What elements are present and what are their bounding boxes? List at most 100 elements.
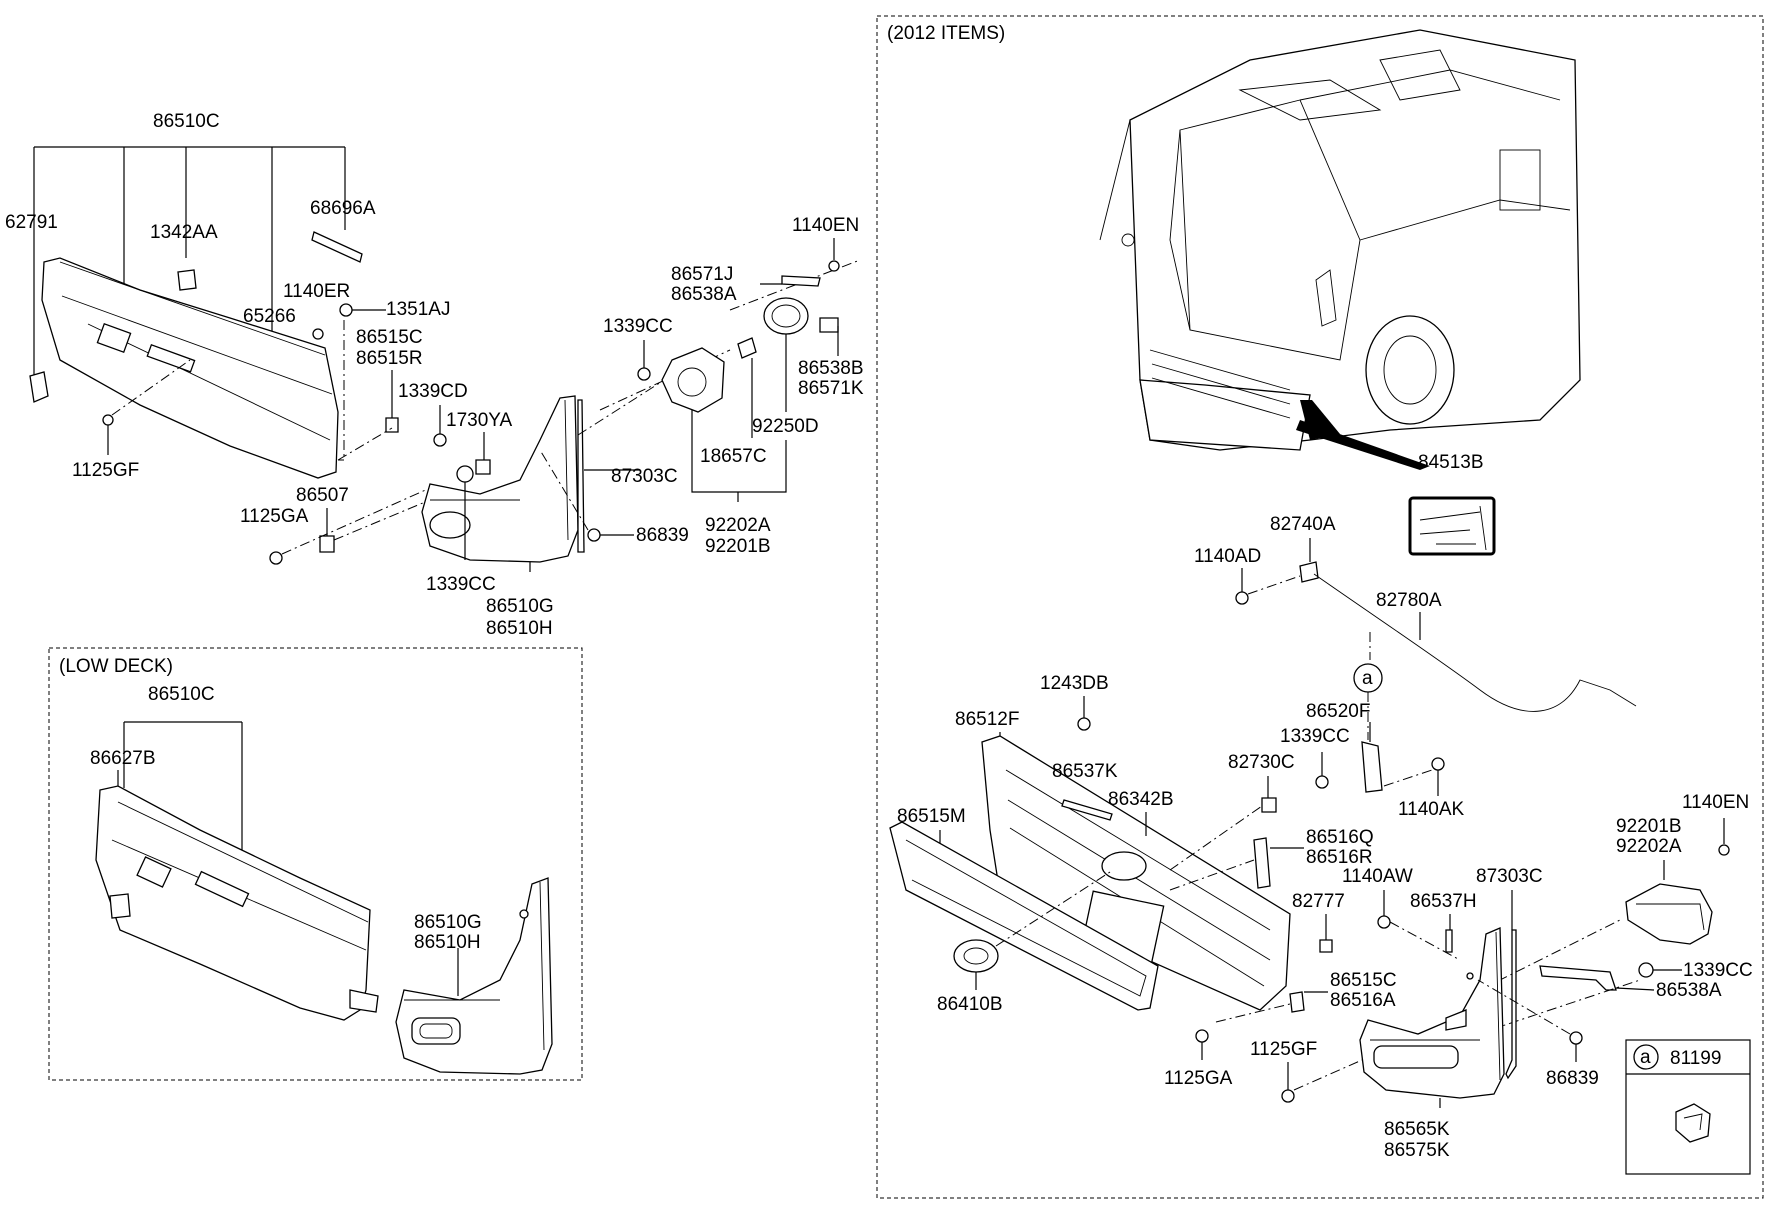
side-strip-r	[1505, 929, 1517, 1080]
label-81199: 81199	[1670, 1048, 1721, 1069]
label-86571J: 86571J	[671, 264, 733, 285]
label-92201B-top: 92201B	[705, 536, 771, 557]
bracket-86538A-r	[1539, 965, 1617, 991]
bracket-86538B	[819, 317, 839, 333]
items-2012-heading: (2012 ITEMS)	[887, 23, 1005, 44]
label-1339CC-r: 1339CC	[1280, 726, 1350, 747]
label-86512F: 86512F	[955, 709, 1019, 730]
label-86515M: 86515M	[897, 806, 966, 827]
label-86515C-r: 86515C	[1330, 970, 1397, 991]
label-1339CC-top: 1339CC	[603, 316, 673, 337]
label-1125GA-top: 1125GA	[240, 506, 309, 527]
label-1342AA: 1342AA	[150, 222, 218, 243]
bracket-86515C-r	[1289, 991, 1305, 1013]
label-86571K: 86571K	[798, 378, 864, 399]
bumper-cap	[29, 371, 49, 403]
label-86839-top: 86839	[636, 525, 689, 546]
label-86510G-low: 86510G	[414, 912, 482, 933]
label-86507: 86507	[296, 485, 349, 506]
items-2012-assembly: 84513B 82740A 1140AD 82780A a 1243DB 865…	[889, 29, 1753, 1175]
label-1339CC-rr: 1339CC	[1683, 960, 1753, 981]
label-86510H-low: 86510H	[414, 932, 481, 953]
bracket-1730YA	[475, 459, 491, 475]
label-86410B: 86410B	[937, 994, 1003, 1015]
label-1243DB: 1243DB	[1040, 673, 1109, 694]
ring-92250D	[763, 297, 809, 335]
label-65266: 65266	[243, 306, 296, 327]
label-82730C: 82730C	[1228, 752, 1295, 773]
label-86627B: 86627B	[90, 748, 156, 769]
label-86516R: 86516R	[1306, 847, 1373, 868]
label-82740A: 82740A	[1270, 514, 1336, 535]
legend-ref-letter: a	[1640, 1047, 1651, 1068]
corner-bumper-r	[1359, 927, 1505, 1099]
label-82780A: 82780A	[1376, 590, 1442, 611]
label-1140EN-r: 1140EN	[1682, 792, 1749, 813]
strip-68696A	[311, 231, 363, 263]
label-62791: 62791	[5, 212, 58, 233]
fog-lamp-top	[661, 347, 725, 413]
bracket-82740A	[1299, 561, 1319, 583]
label-86510H-top: 86510H	[486, 618, 553, 639]
low-deck-cap	[109, 893, 131, 919]
low-deck-heading: (LOW DECK)	[59, 656, 173, 677]
label-86839-r: 86839	[1546, 1068, 1599, 1089]
bracket-86507	[319, 535, 335, 553]
label-92202A-top: 92202A	[705, 515, 771, 536]
clip-82730C	[1261, 797, 1277, 813]
label-1125GF-top: 1125GF	[72, 460, 139, 481]
label-plate-84513B	[1408, 496, 1496, 556]
clip-82777	[1319, 939, 1333, 953]
label-86510C-low: 86510C	[148, 684, 215, 705]
bracket-86516Q	[1253, 837, 1271, 889]
legend-ref-circle	[1633, 1044, 1659, 1070]
label-1140AW: 1140AW	[1342, 866, 1413, 887]
low-deck-box	[48, 647, 583, 1081]
side-strip-top	[577, 399, 585, 553]
bulb-18657C	[737, 337, 757, 359]
label-86516Q: 86516Q	[1306, 827, 1374, 848]
label-92202A-r: 92202A	[1616, 836, 1682, 857]
label-1140AK: 1140AK	[1398, 799, 1465, 820]
label-1125GF-r: 1125GF	[1250, 1039, 1317, 1060]
low-deck-fog-opening	[411, 1017, 461, 1045]
strip-86537H	[1445, 929, 1453, 953]
label-92250D: 92250D	[752, 416, 819, 437]
label-1140ER: 1140ER	[283, 281, 350, 302]
grille-emblem-mount	[1101, 851, 1147, 881]
clip-81199	[1675, 1103, 1711, 1143]
label-1339CC-mid: 1339CC	[426, 574, 496, 595]
label-86520F: 86520F	[1306, 701, 1370, 722]
label-86575K: 86575K	[1384, 1140, 1450, 1161]
ref-circle-a-text: a	[1362, 668, 1373, 689]
items-2012-box	[876, 15, 1764, 1199]
top-left-assembly: 86510C 62791 1342AA 68696A 65266 1125GF …	[5, 111, 864, 639]
label-86538B: 86538B	[798, 358, 864, 379]
label-1140EN-top: 1140EN	[792, 215, 859, 236]
fog-lamp-opening-top	[429, 511, 471, 539]
label-86515C-top: 86515C	[356, 327, 423, 348]
clip-1342AA	[177, 269, 197, 291]
label-1125GA-r: 1125GA	[1164, 1068, 1233, 1089]
label-1351AJ: 1351AJ	[386, 299, 450, 320]
bracket-86520F	[1361, 741, 1383, 793]
label-86515R: 86515R	[356, 348, 423, 369]
label-68696A: 68696A	[310, 198, 376, 219]
label-1140AD: 1140AD	[1194, 546, 1261, 567]
hood-release-cable	[1313, 573, 1637, 712]
fog-opening-r	[1373, 1045, 1459, 1069]
label-86342B: 86342B	[1108, 789, 1174, 810]
emblem-86410B	[953, 939, 999, 973]
bracket-86571J	[781, 275, 821, 287]
strip-86537K	[1061, 799, 1113, 821]
label-87303C-r: 87303C	[1476, 866, 1543, 887]
label-84513B: 84513B	[1418, 452, 1484, 473]
label-92201B-r: 92201B	[1616, 816, 1682, 837]
label-86516A: 86516A	[1330, 990, 1396, 1011]
bracket-86515C	[385, 417, 399, 433]
fog-lamp-r	[1625, 883, 1713, 945]
label-86537K: 86537K	[1052, 761, 1118, 782]
label-1339CD: 1339CD	[398, 381, 468, 402]
label-87303C-top: 87303C	[611, 466, 678, 487]
